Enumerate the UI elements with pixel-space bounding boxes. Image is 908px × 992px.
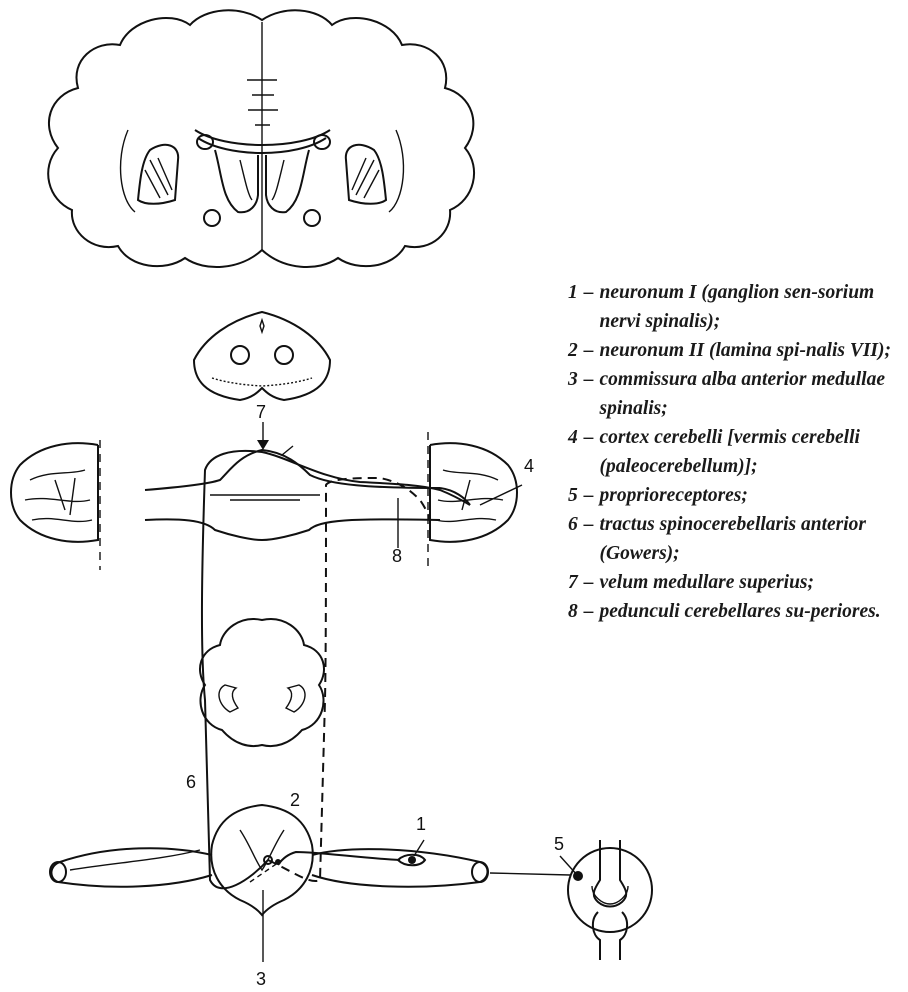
label-4: 4 bbox=[524, 456, 534, 476]
legend-text: tractus spinocerebellaris anterior (Gowe… bbox=[600, 510, 908, 568]
legend-text: neuronum II (lamina spi-nalis VII); bbox=[600, 336, 908, 365]
legend: 1 – neuronum I (ganglion sen-sorium nerv… bbox=[568, 278, 908, 626]
legend-number: 2 bbox=[568, 336, 578, 365]
legend-dash: – bbox=[578, 423, 600, 481]
label-1: 1 bbox=[416, 814, 426, 834]
legend-number: 3 bbox=[568, 365, 578, 423]
legend-text: commissura alba anterior medullae spinal… bbox=[600, 365, 908, 423]
label-2: 2 bbox=[290, 790, 300, 810]
legend-number: 5 bbox=[568, 481, 578, 510]
label-8: 8 bbox=[392, 546, 402, 566]
spinal-cord-section bbox=[50, 805, 570, 915]
brain-coronal-section bbox=[48, 10, 474, 267]
legend-number: 4 bbox=[568, 423, 578, 481]
legend-number: 8 bbox=[568, 597, 578, 626]
legend-number: 7 bbox=[568, 568, 578, 597]
label-3: 3 bbox=[256, 969, 266, 989]
legend-dash: – bbox=[578, 481, 600, 510]
medulla-section bbox=[200, 619, 324, 746]
legend-item-8: 8 – pedunculi cerebellares su-periores. bbox=[568, 597, 908, 626]
legend-text: pedunculi cerebellares su-periores. bbox=[600, 597, 908, 626]
label-5: 5 bbox=[554, 834, 564, 854]
legend-dash: – bbox=[578, 278, 600, 336]
label-6: 6 bbox=[186, 772, 196, 792]
legend-text: proprioreceptores; bbox=[600, 481, 908, 510]
legend-dash: – bbox=[578, 510, 600, 568]
legend-text: velum medullare superius; bbox=[600, 568, 908, 597]
legend-dash: – bbox=[578, 365, 600, 423]
legend-item-5: 5 – proprioreceptores; bbox=[568, 481, 908, 510]
legend-number: 1 bbox=[568, 278, 578, 336]
joint-section bbox=[568, 840, 652, 960]
legend-dash: – bbox=[578, 568, 600, 597]
midbrain-section bbox=[194, 312, 330, 400]
legend-item-2: 2 – neuronum II (lamina spi-nalis VII); bbox=[568, 336, 908, 365]
legend-item-1: 1 – neuronum I (ganglion sen-sorium nerv… bbox=[568, 278, 908, 336]
legend-item-6: 6 – tractus spinocerebellaris anterior (… bbox=[568, 510, 908, 568]
legend-item-7: 7 – velum medullare superius; bbox=[568, 568, 908, 597]
label-7: 7 bbox=[256, 402, 266, 422]
legend-number: 6 bbox=[568, 510, 578, 568]
legend-text: cortex cerebelli [vermis cerebelli (pale… bbox=[600, 423, 908, 481]
spinocerebellar-pathway bbox=[202, 451, 470, 888]
legend-dash: – bbox=[578, 597, 600, 626]
legend-text: neuronum I (ganglion sen-sorium nervi sp… bbox=[600, 278, 908, 336]
legend-dash: – bbox=[578, 336, 600, 365]
legend-item-4: 4 – cortex cerebelli [vermis cerebelli (… bbox=[568, 423, 908, 481]
legend-item-3: 3 – commissura alba anterior medullae sp… bbox=[568, 365, 908, 423]
